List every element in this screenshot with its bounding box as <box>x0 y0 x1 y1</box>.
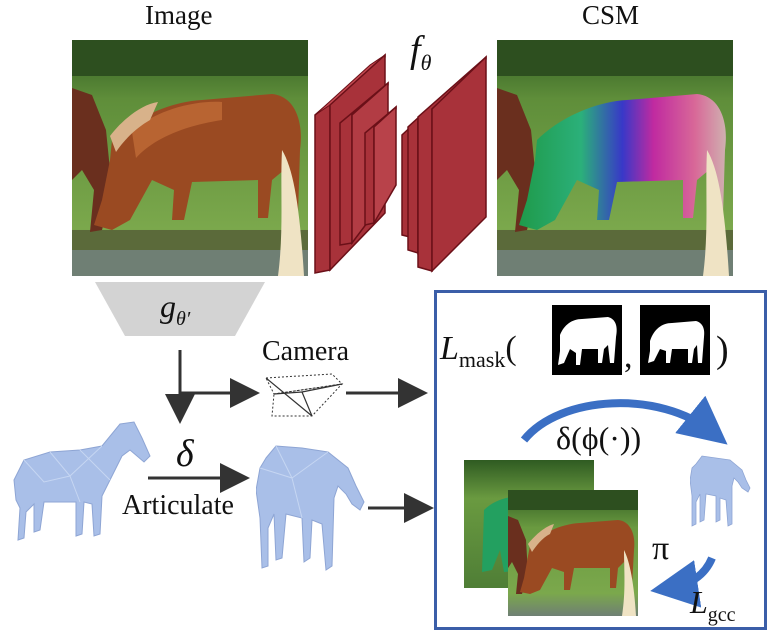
network-f-theta <box>310 45 490 275</box>
delta-phi-label: δ(ϕ(·)) <box>556 420 642 456</box>
input-horse-image <box>72 40 308 276</box>
l-mask-open-paren: ( <box>505 330 517 367</box>
pi-label: π <box>652 530 670 567</box>
csm-output-image <box>497 40 733 276</box>
l-mask-comma: , <box>624 338 633 375</box>
camera-label: Camera <box>262 336 350 367</box>
camera-icon <box>262 370 344 420</box>
template-horse-mesh <box>10 416 152 546</box>
csm-title: CSM <box>582 0 640 30</box>
gt-mask-image <box>640 305 710 375</box>
f-theta-sub: θ <box>420 50 432 75</box>
l-mask-sub: mask <box>458 347 506 372</box>
l-gcc-label: Lgcc <box>690 584 736 627</box>
l-mask-label: Lmask( <box>440 330 517 373</box>
l-gcc-main: L <box>690 584 708 620</box>
f-theta-label: fθ <box>410 28 431 76</box>
g-theta-label: gθ′ <box>160 288 190 331</box>
f-theta-main: f <box>410 29 421 71</box>
l-gcc-sub: gcc <box>707 604 736 626</box>
g-theta-sub: θ′ <box>176 308 191 330</box>
articulated-horse-mesh <box>255 438 368 580</box>
loss-box <box>434 290 767 630</box>
delta-label: δ <box>176 433 194 475</box>
l-mask-main: L <box>440 330 459 367</box>
network-g-theta-prime <box>95 282 265 336</box>
g-theta-main: g <box>160 288 176 324</box>
articulate-label: Articulate <box>122 490 234 521</box>
rendered-mask-image <box>552 305 622 375</box>
l-mask-close-paren: ) <box>716 329 729 371</box>
image-stack-image <box>508 490 638 616</box>
image-title: Image <box>145 0 213 30</box>
box-horse-mesh <box>689 452 752 532</box>
